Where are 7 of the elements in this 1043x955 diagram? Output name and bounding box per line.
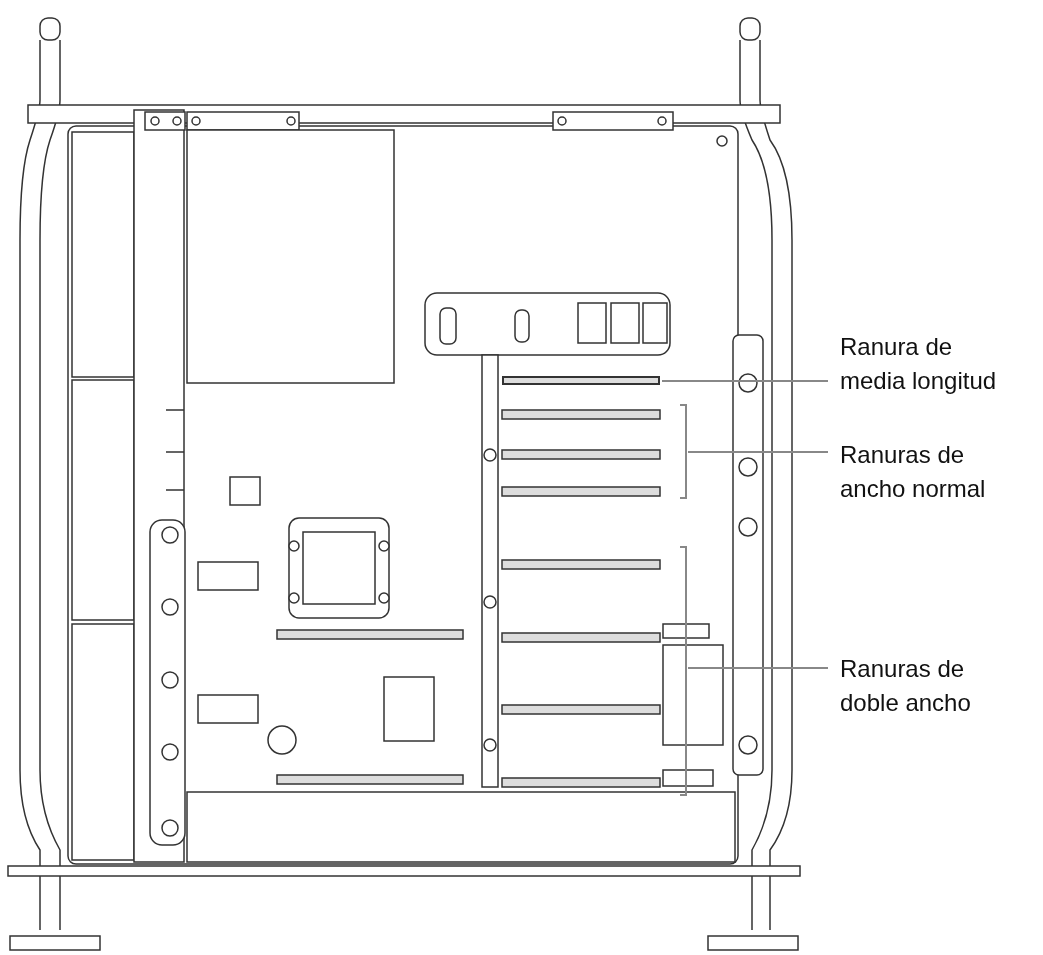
callout-label: Ranuras de ancho normal: [840, 438, 1018, 506]
leader-line: [661, 380, 829, 382]
callout-label: Ranura de media longitud: [840, 330, 1018, 398]
leader-line: [687, 451, 829, 453]
callout-label: Ranuras de doble ancho: [840, 652, 1018, 720]
leader-line: [687, 667, 829, 669]
half-length-slot: [502, 376, 660, 385]
